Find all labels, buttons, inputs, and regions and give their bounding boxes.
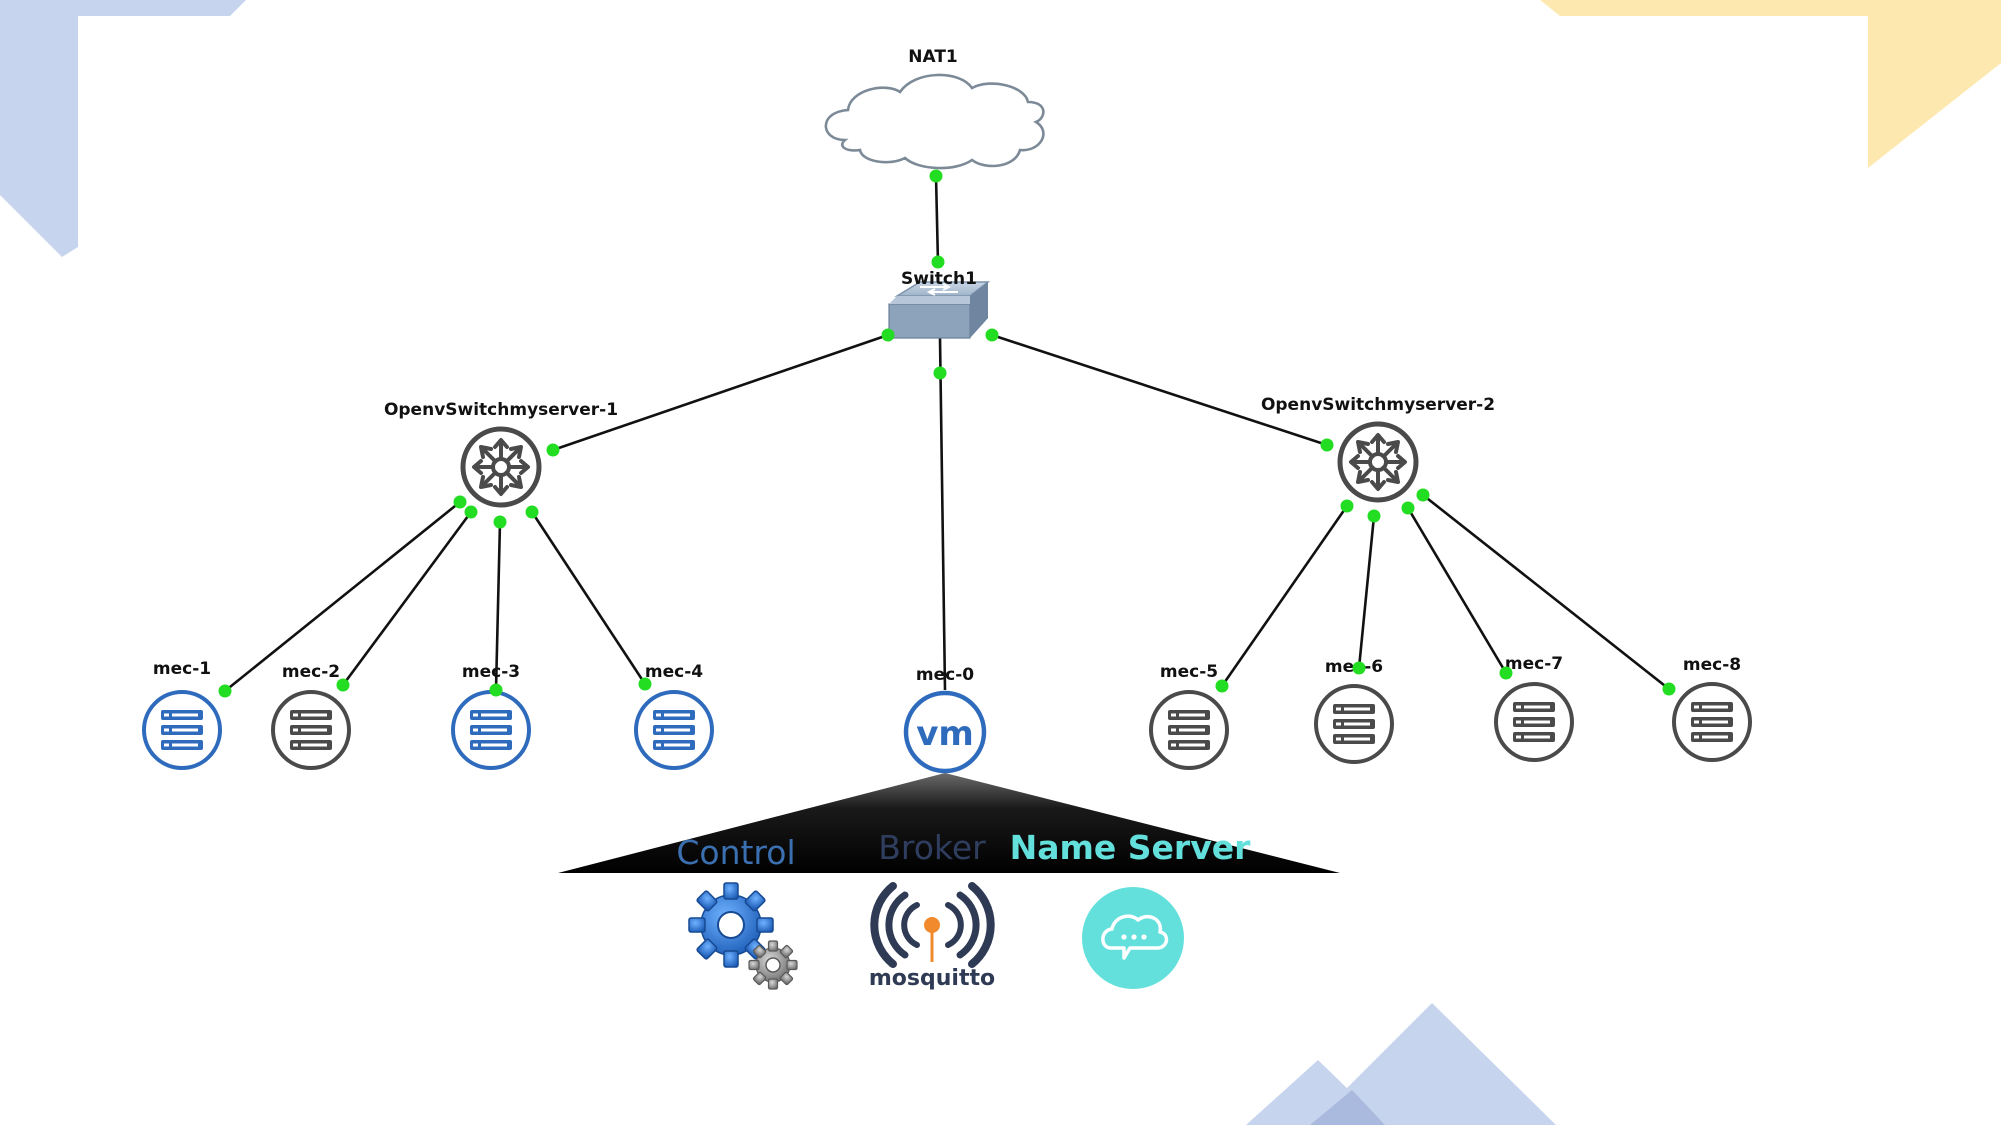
mec4-label: mec-4 xyxy=(645,662,703,682)
ovs-router-icon xyxy=(463,429,539,505)
vmware-icon: vm xyxy=(903,690,987,774)
switch-icon xyxy=(888,281,991,339)
mosquitto-wordmark: mosquitto xyxy=(869,966,995,991)
ovs1-node[interactable]: OpenvSwitchmyserver-1 xyxy=(384,400,618,505)
server-rack-icon xyxy=(1672,682,1752,762)
mec4-node[interactable]: mec-4 xyxy=(634,662,714,770)
server-rack-icon xyxy=(634,690,714,770)
nat-label: NAT1 xyxy=(908,47,958,67)
mec0-node[interactable]: vm mec-0 xyxy=(903,665,987,774)
ovs2-label: OpenvSwitchmyserver-2 xyxy=(1261,395,1495,415)
server-rack-icon xyxy=(1314,684,1394,764)
name-server-label: Name Server xyxy=(1010,828,1251,867)
mec8-label: mec-8 xyxy=(1683,655,1741,675)
link-ovs2-mec7 xyxy=(1406,507,1508,674)
mec1-node[interactable]: mec-1 xyxy=(142,659,222,770)
mec3-label: mec-3 xyxy=(462,662,520,682)
gears-icon xyxy=(688,882,798,990)
mec5-label: mec-5 xyxy=(1160,662,1218,682)
ovs2-node[interactable]: OpenvSwitchmyserver-2 xyxy=(1261,395,1495,500)
link-ovs2-mec5 xyxy=(1220,505,1349,687)
link-nat-switch xyxy=(934,175,940,265)
server-rack-icon xyxy=(1149,690,1229,770)
mec1-label: mec-1 xyxy=(153,659,211,679)
decor-top-right-shape xyxy=(1540,0,2001,168)
vm-logo-text: vm xyxy=(916,714,974,754)
server-rack-icon xyxy=(271,690,351,770)
link-ovs1-mec1 xyxy=(224,500,461,693)
cloud-icon xyxy=(824,73,1045,170)
link-ovs2-mec6 xyxy=(1357,515,1376,669)
control-label: Control xyxy=(676,833,795,872)
mec3-node[interactable]: mec-3 xyxy=(451,662,531,770)
mec7-node[interactable]: mec-7 xyxy=(1494,654,1574,762)
link-switch-mec0 xyxy=(938,337,947,691)
nat-cloud[interactable]: NAT1 xyxy=(824,47,1045,170)
services-triangle xyxy=(558,773,1340,873)
switch-label: Switch1 xyxy=(901,269,977,289)
ovs1-label: OpenvSwitchmyserver-1 xyxy=(384,400,618,420)
ovs-router-icon xyxy=(1340,424,1416,500)
switch-node[interactable]: Switch1 xyxy=(888,269,991,339)
mec7-label: mec-7 xyxy=(1505,654,1563,674)
link-switch-ovs1 xyxy=(552,333,889,452)
link-ovs2-mec8 xyxy=(1422,493,1670,691)
server-rack-icon xyxy=(451,690,531,770)
decor-bottom-overlap xyxy=(1310,1090,1385,1125)
mosquitto-logo-icon: mosquitto xyxy=(869,882,995,991)
mec8-node[interactable]: mec-8 xyxy=(1672,655,1752,762)
mec5-node[interactable]: mec-5 xyxy=(1149,662,1229,770)
link-ovs1-mec3 xyxy=(494,521,502,691)
mec2-label: mec-2 xyxy=(282,662,340,682)
broker-label: Broker xyxy=(878,828,986,867)
link-ovs1-mec4 xyxy=(530,511,647,685)
server-rack-icon xyxy=(1494,682,1574,762)
chat-cloud-icon xyxy=(1082,887,1184,989)
mec2-node[interactable]: mec-2 xyxy=(271,662,351,770)
port-dots xyxy=(218,169,1676,698)
decor-bottom-triangle-right xyxy=(1310,1003,1556,1125)
mec6-node[interactable]: mec-6 xyxy=(1314,657,1394,764)
link-switch-ovs2 xyxy=(991,333,1328,447)
mec0-label: mec-0 xyxy=(916,665,974,685)
decor-top-left-shape xyxy=(0,0,246,257)
server-rack-icon xyxy=(142,690,222,770)
link-ovs1-mec2 xyxy=(341,511,473,686)
links xyxy=(224,175,1670,693)
